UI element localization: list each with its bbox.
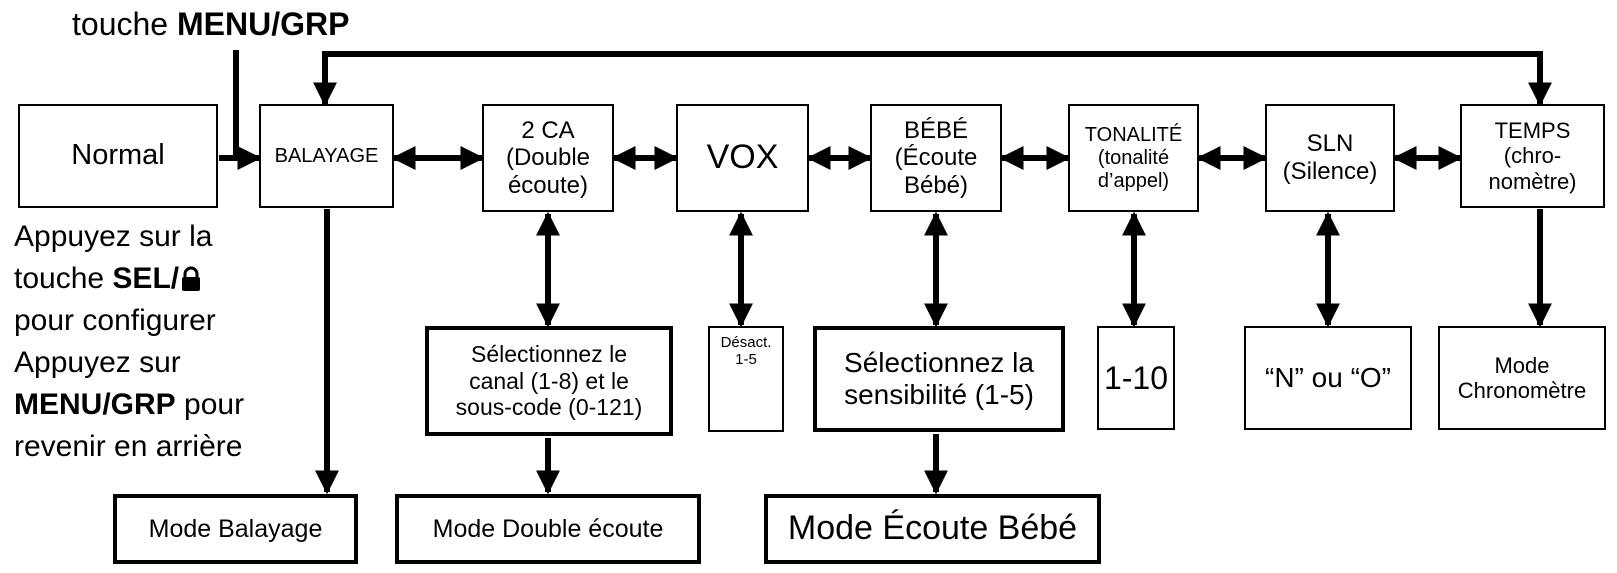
instructions-line-1: Appuyez sur la bbox=[14, 220, 213, 253]
instructions-line-4: Appuyez sur bbox=[14, 346, 181, 379]
node-no-label: “N” ou “O” bbox=[1265, 361, 1391, 393]
instructions-line-3: pour configurer bbox=[14, 304, 216, 337]
menu-key-label: touche MENU/GRP bbox=[72, 6, 349, 43]
lock-icon bbox=[182, 266, 201, 291]
node-sensibilite: Sélectionnez la sensibilité (1-5) bbox=[813, 326, 1065, 432]
node-balayage: BALAYAGE bbox=[259, 104, 394, 208]
node-range-tone: 1-10 bbox=[1097, 326, 1175, 430]
node-no: “N” ou “O” bbox=[1244, 326, 1412, 430]
node-canal: Sélectionnez le canal (1-8) et le sous-c… bbox=[425, 326, 673, 436]
node-bebe: BÉBÉ (Écoute Bébé) bbox=[870, 104, 1002, 212]
node-vox: VOX bbox=[676, 104, 809, 212]
instructions-line-5: MENU/GRP pour bbox=[14, 388, 244, 422]
node-canal-label: Sélectionnez le canal (1-8) et le sous-c… bbox=[455, 341, 643, 421]
node-mode-bebe: Mode Écoute Bébé bbox=[764, 494, 1101, 564]
node-bebe-label: BÉBÉ (Écoute Bébé) bbox=[894, 116, 978, 199]
node-normal-label: Normal bbox=[71, 139, 165, 172]
node-mode-balayage-label: Mode Balayage bbox=[148, 514, 323, 543]
node-chrono: Mode Chronomètre bbox=[1438, 326, 1606, 430]
instructions-line-6: revenir en arrière bbox=[14, 430, 243, 463]
node-mode-double: Mode Double écoute bbox=[395, 494, 701, 564]
node-range-tone-label: 1-10 bbox=[1103, 359, 1169, 396]
node-sln-label: SLN (Silence) bbox=[1282, 130, 1378, 185]
node-sensibilite-label: Sélectionnez la sensibilité (1-5) bbox=[844, 346, 1034, 410]
node-balayage-label: BALAYAGE bbox=[274, 144, 379, 167]
node-vox-label: VOX bbox=[706, 138, 779, 177]
node-desact: Désact. 1-5 bbox=[708, 326, 784, 432]
node-chrono-label: Mode Chronomètre bbox=[1457, 352, 1587, 403]
menu-key-prefix: touche bbox=[72, 6, 177, 42]
node-2ca-label: 2 CA (Double écoute) bbox=[505, 116, 591, 199]
node-temps-label: TEMPS (chro- nomètre) bbox=[1488, 118, 1577, 194]
node-mode-double-label: Mode Double écoute bbox=[432, 514, 664, 543]
node-2ca: 2 CA (Double écoute) bbox=[482, 104, 614, 212]
node-sln: SLN (Silence) bbox=[1265, 104, 1395, 212]
menu-key-name: MENU/GRP bbox=[176, 6, 350, 42]
instructions-line-2: touche SEL/ bbox=[14, 262, 201, 296]
node-temps: TEMPS (chro- nomètre) bbox=[1460, 104, 1605, 208]
loop-connector bbox=[313, 51, 1552, 107]
instructions-line-2-prefix: touche bbox=[14, 262, 113, 295]
node-mode-bebe-label: Mode Écoute Bébé bbox=[787, 509, 1078, 548]
node-desact-label: Désact. 1-5 bbox=[720, 334, 772, 369]
sel-key-name: SEL/ bbox=[112, 262, 180, 295]
node-normal: Normal bbox=[18, 104, 218, 208]
node-mode-balayage: Mode Balayage bbox=[113, 494, 358, 564]
instructions-line-5-suffix: pour bbox=[175, 388, 245, 421]
node-tonalite-label: TONALITÉ (tonalité d’appel) bbox=[1084, 123, 1183, 192]
menu-grp-key-name: MENU/GRP bbox=[14, 388, 176, 421]
node-tonalite: TONALITÉ (tonalité d’appel) bbox=[1068, 104, 1199, 212]
